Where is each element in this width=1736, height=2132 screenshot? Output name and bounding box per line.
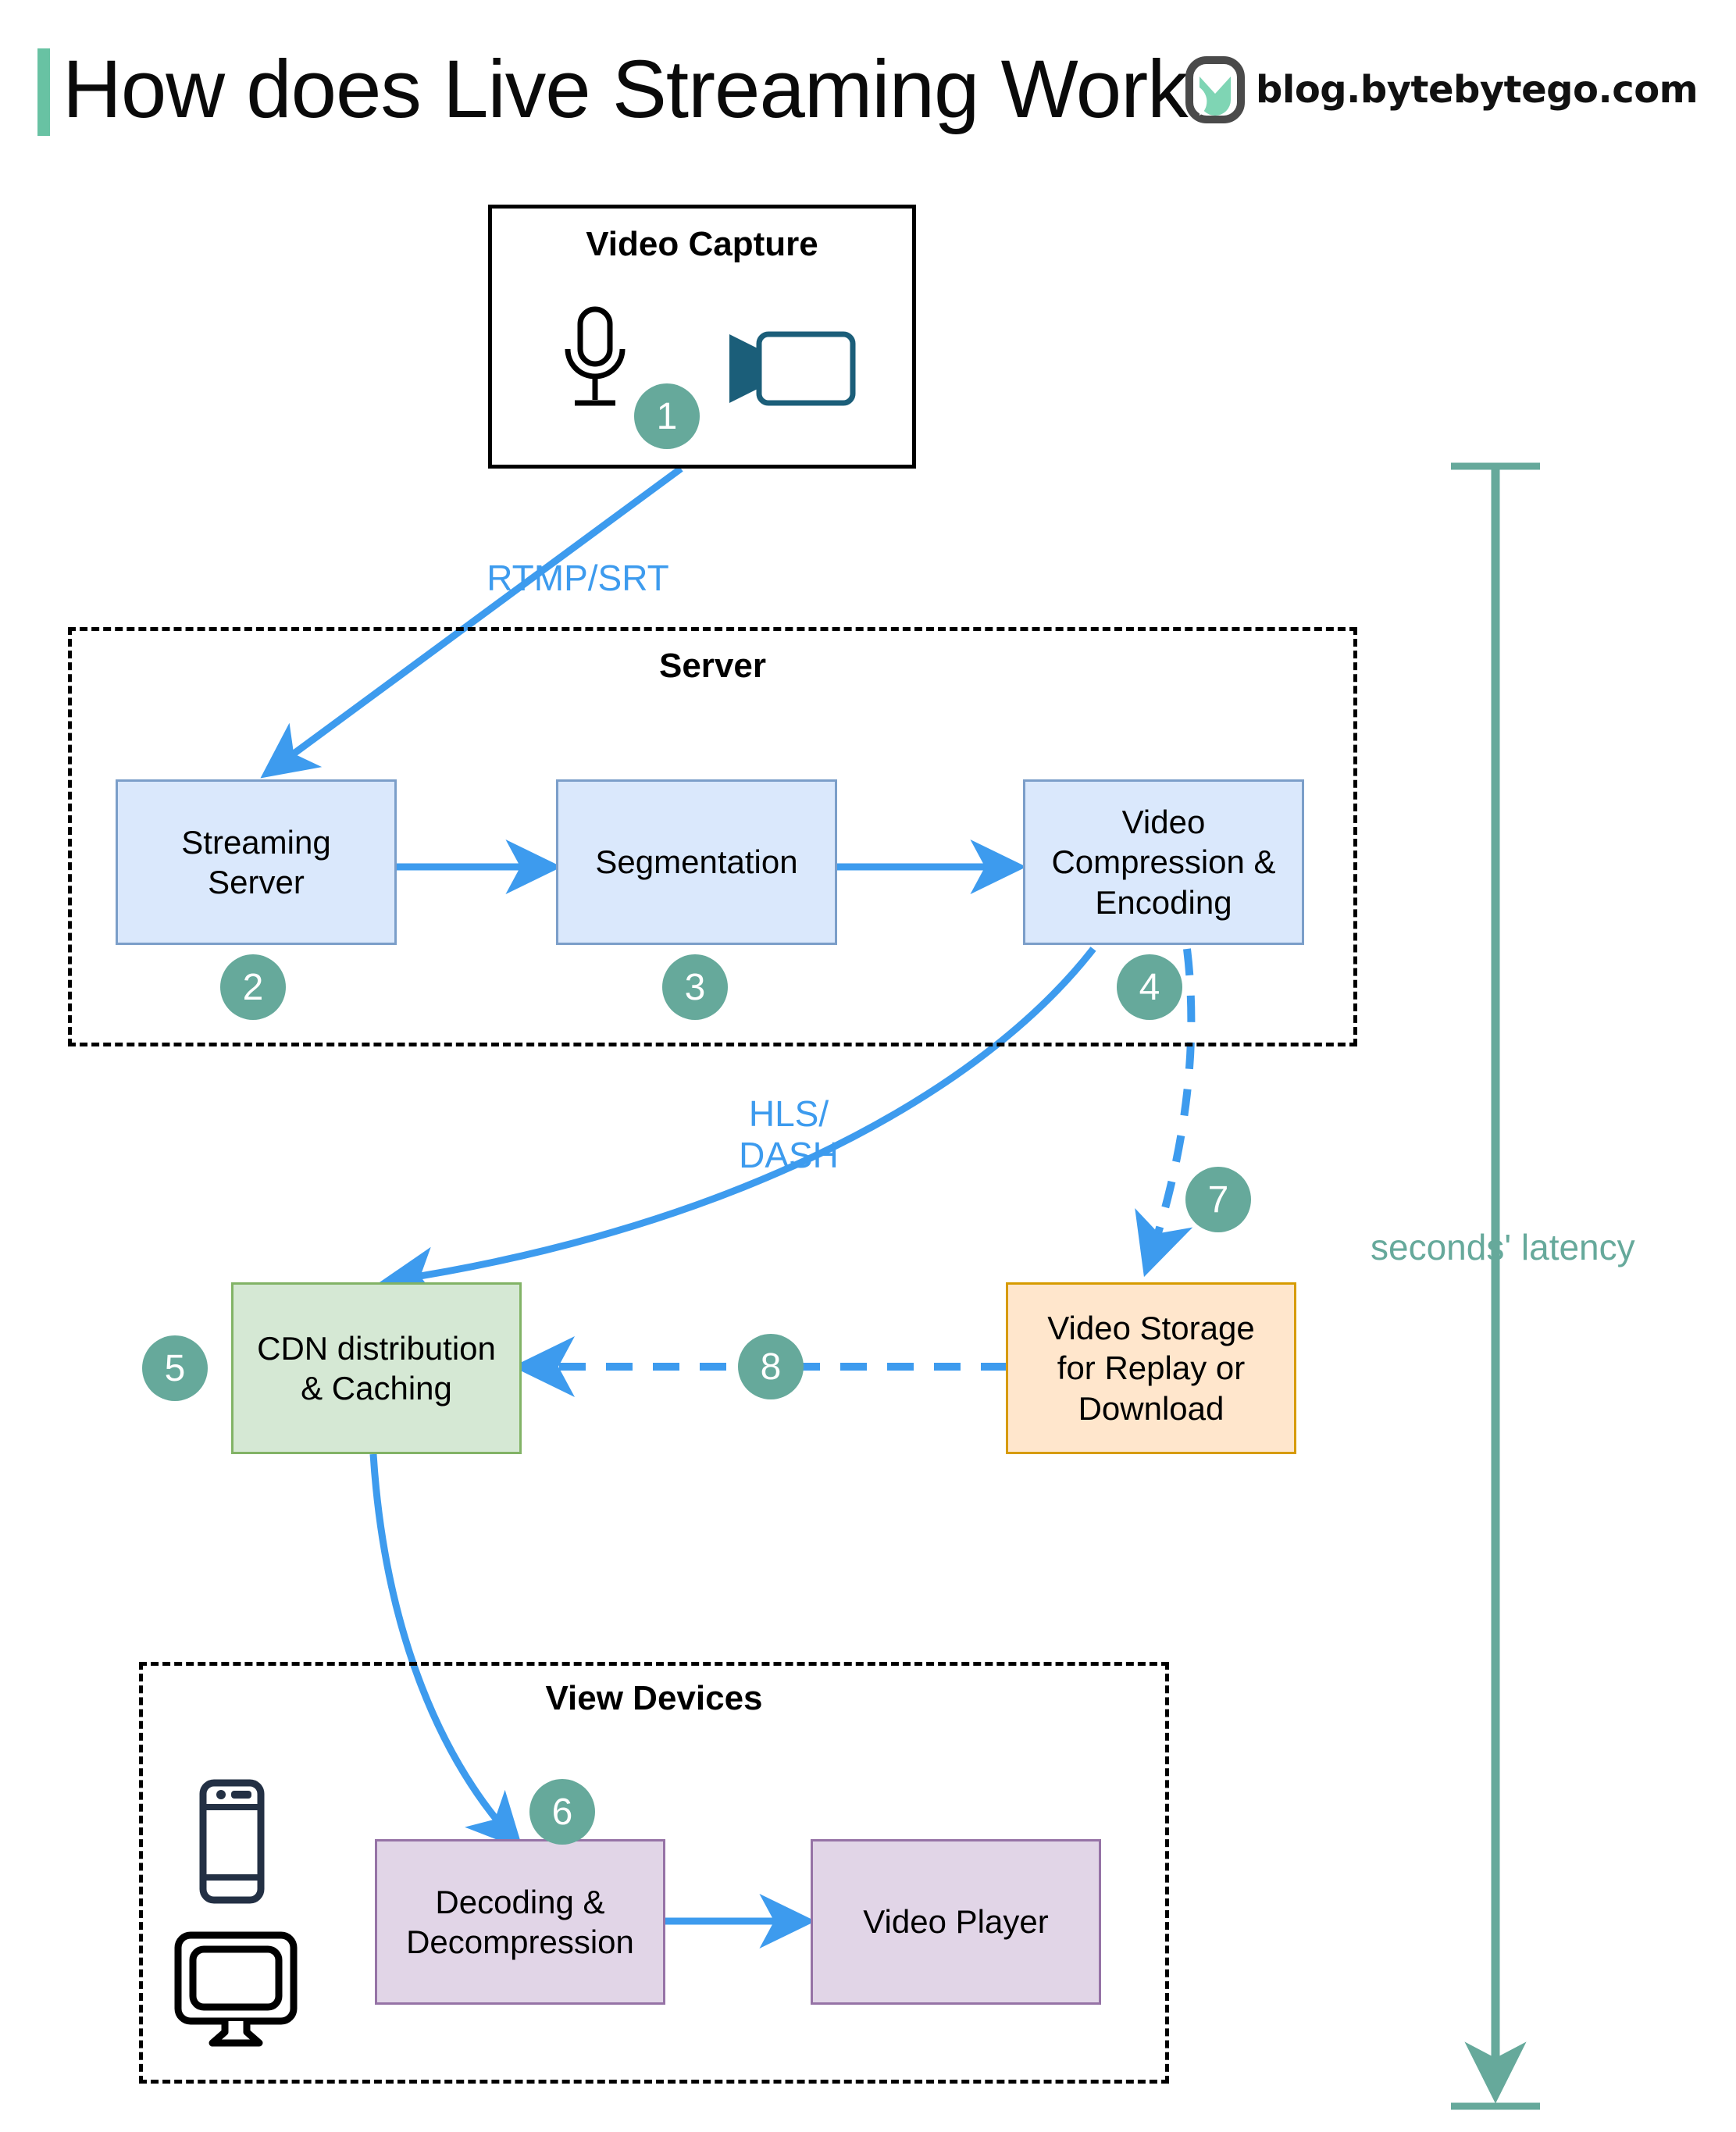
brand-text: blog.bytebytego.com <box>1256 68 1699 112</box>
step-number: 7 <box>1207 1178 1229 1221</box>
group-title-view-devices: View Devices <box>545 1679 763 1717</box>
node-label: Segmentation <box>595 843 798 881</box>
mobile-phone-icon <box>199 1779 265 1904</box>
step-badge-8: 8 <box>738 1334 804 1399</box>
video-camera-icon <box>729 331 856 406</box>
desktop-monitor-icon <box>174 1931 298 2047</box>
title-accent-bar <box>37 48 50 136</box>
step-badge-3: 3 <box>662 954 728 1020</box>
step-badge-2: 2 <box>220 954 286 1020</box>
step-number: 4 <box>1139 966 1160 1008</box>
step-badge-7: 7 <box>1185 1167 1251 1232</box>
node-label: Video Player <box>863 1903 1049 1941</box>
step-badge-5: 5 <box>142 1335 208 1401</box>
edge-label-rtmp-srt: RTMP/SRT <box>487 558 669 598</box>
node-label: CDN distribution& Caching <box>257 1329 496 1406</box>
edge-label-hls-dash: HLS/DASH <box>739 1093 839 1175</box>
node-segmentation[interactable]: Segmentation <box>556 779 837 945</box>
page-title: How does Live Streaming Work? <box>62 44 1233 135</box>
node-video-player[interactable]: Video Player <box>811 1839 1101 2005</box>
brand: blog.bytebytego.com <box>1185 56 1699 123</box>
step-number: 8 <box>760 1346 782 1388</box>
node-label: Decoding &Decompression <box>406 1883 634 1960</box>
node-cdn-distribution[interactable]: CDN distribution& Caching <box>231 1282 522 1454</box>
microphone-icon <box>565 306 626 406</box>
step-number: 3 <box>684 966 706 1008</box>
step-badge-4: 4 <box>1117 954 1182 1020</box>
latency-annotation-label: seconds' latency <box>1371 1227 1635 1267</box>
step-badge-1: 1 <box>634 383 700 449</box>
group-title-video-capture: Video Capture <box>586 225 818 263</box>
step-number: 2 <box>242 966 264 1008</box>
step-badge-6: 6 <box>529 1779 595 1845</box>
group-view-devices <box>139 1662 1169 2084</box>
step-number: 1 <box>656 395 678 437</box>
bytebytego-logo-icon <box>1185 56 1245 123</box>
node-decoding[interactable]: Decoding &Decompression <box>375 1839 665 2005</box>
group-title-server: Server <box>658 647 766 685</box>
group-server <box>68 627 1357 1046</box>
step-number: 6 <box>551 1791 573 1833</box>
step-number: 5 <box>164 1347 186 1389</box>
